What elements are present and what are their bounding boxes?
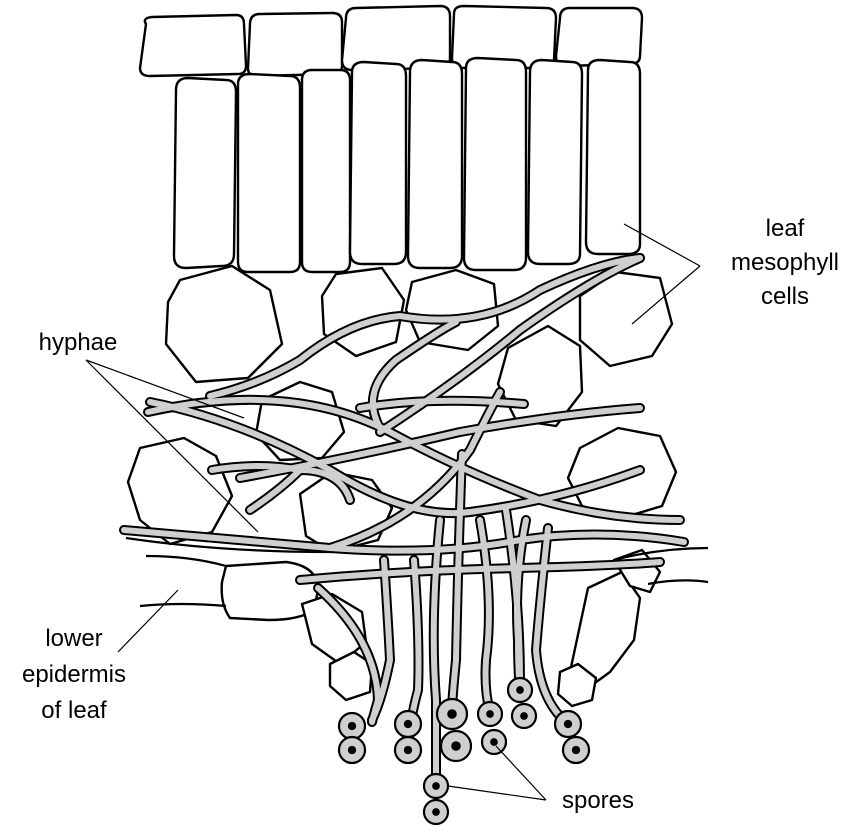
spore-nucleus (447, 709, 457, 719)
spore-nucleus (348, 722, 356, 730)
spore-nucleus (490, 738, 498, 746)
label-leaf-mesophyll-line1: leaf (766, 215, 805, 242)
spore-nucleus (516, 686, 524, 694)
spore-nucleus (572, 746, 580, 754)
spore-nucleus (404, 720, 412, 728)
spore-nucleus (520, 712, 528, 720)
spore-nucleus (432, 808, 440, 816)
label-spores: spores (562, 787, 634, 814)
label-hyphae: hyphae (39, 329, 118, 356)
spore-nucleus (486, 710, 494, 718)
spore-nucleus (564, 720, 572, 728)
palisade-cells (174, 58, 640, 272)
label-lower-epidermis-line1: lower (45, 625, 102, 652)
label-leaf-mesophyll-line2: mesophyll (731, 249, 839, 276)
spore-nucleus (348, 746, 356, 754)
spore-nucleus (404, 746, 412, 754)
label-lower-epidermis-line2: epidermis (22, 661, 126, 688)
spore-nucleus (432, 782, 440, 790)
spore-nucleus (451, 741, 461, 751)
label-lower-epidermis-line3: of leaf (41, 697, 107, 724)
label-leaf-mesophyll-line3: cells (761, 283, 809, 310)
